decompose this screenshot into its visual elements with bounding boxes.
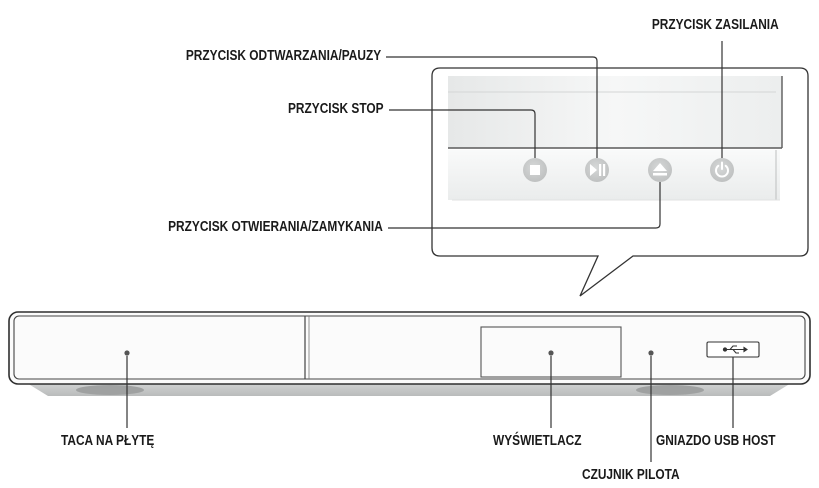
power-button-label: PRZYCISK ZASILANIA (652, 17, 779, 33)
usb-port[interactable] (706, 341, 760, 358)
blu-ray-player (8, 311, 811, 396)
stop-button-closeup[interactable] (523, 158, 547, 182)
play-pause-icon (590, 164, 606, 176)
play-pause-button-closeup[interactable] (585, 158, 609, 182)
remote-sensor (648, 350, 654, 356)
leader-lines (126, 41, 734, 462)
play-pause-button-label: PRZYCISK ODTWARZANIA/PAUZY (185, 48, 381, 64)
remote-sensor-label: CZUJNIK PILOTA (582, 467, 680, 483)
front-panel-closeup (448, 76, 783, 201)
power-icon (715, 161, 729, 178)
stop-icon (530, 165, 540, 175)
display-label: WYŚWIETLACZ (493, 433, 582, 449)
eject-icon (653, 163, 667, 176)
eject-button-closeup[interactable] (648, 158, 672, 182)
open-close-button-label: PRZYCISK OTWIERANIA/ZAMYKANIA (168, 219, 383, 235)
stop-button-label: PRZYCISK STOP (288, 101, 384, 117)
disc-tray[interactable] (124, 350, 130, 356)
zoom-callout (431, 67, 809, 297)
usb-host-port-label: GNIAZDO USB HOST (656, 433, 776, 449)
disc-tray-label: TACA NA PŁYTĘ (61, 433, 155, 449)
power-button-closeup[interactable] (710, 158, 734, 182)
usb-icon (722, 345, 748, 354)
